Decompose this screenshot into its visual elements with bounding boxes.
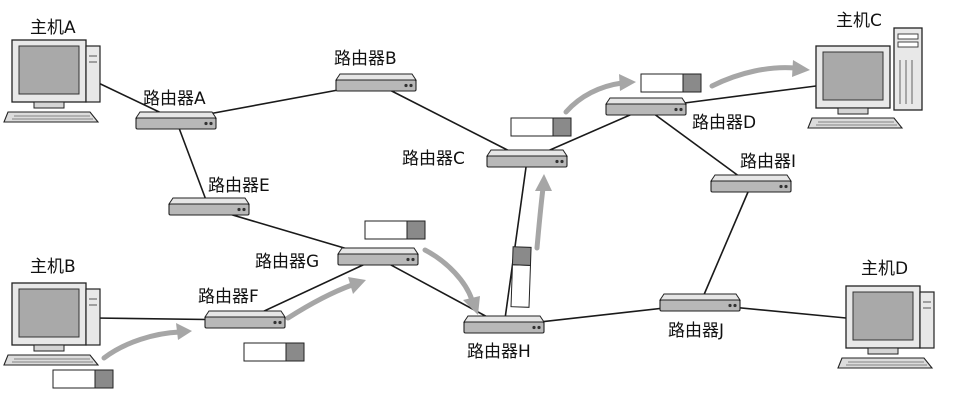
router-i-label: 路由器I (740, 152, 796, 172)
router-a-label: 路由器A (143, 89, 206, 109)
host-a-label: 主机A (30, 18, 76, 38)
router-h-icon (463, 315, 545, 334)
labels: 主机A 主机B 主机C 主机D 路由器A 路由器B 路由器C 路由器D 路由器E… (30, 11, 908, 362)
flow-arrow-5 (563, 80, 625, 115)
host-d-computer-icon (837, 285, 935, 369)
packet-1 (52, 369, 114, 389)
host-a-computer-icon (3, 39, 101, 123)
flow-arrowhead-5 (619, 74, 636, 91)
router-j-icon (659, 293, 741, 312)
router-b-label: 路由器B (334, 49, 397, 69)
packet-3 (364, 220, 426, 240)
router-a-icon (135, 111, 217, 130)
packet-flow-arrows (101, 60, 810, 361)
flow-arrowhead-4 (535, 174, 552, 191)
host-b-computer-icon (3, 282, 101, 366)
devices (3, 27, 935, 369)
flow-arrow-4 (534, 185, 546, 251)
router-e-label: 路由器E (208, 176, 270, 196)
flow-arrowhead-6 (792, 60, 810, 77)
flow-arrow-6 (709, 65, 798, 89)
router-j-label: 路由器J (668, 321, 724, 341)
link-router-a-router-e (175, 119, 210, 209)
router-g-icon (337, 247, 419, 266)
host-d-label: 主机D (861, 259, 908, 279)
packet-5 (510, 117, 572, 137)
host-c-label: 主机C (836, 11, 882, 31)
router-h-label: 路由器H (467, 342, 531, 362)
host-b-label: 主机B (30, 257, 76, 277)
link-router-d-router-i (645, 107, 752, 186)
packet-4 (510, 246, 532, 308)
router-d-label: 路由器D (692, 113, 756, 133)
flow-arrowhead-1 (176, 323, 192, 340)
packet-6 (640, 73, 702, 93)
flow-arrowhead-2 (348, 277, 366, 294)
packets (52, 73, 702, 389)
flow-arrowhead-3 (463, 296, 480, 315)
router-c-label: 路由器C (402, 149, 465, 169)
link-router-h-router-c (503, 159, 528, 327)
router-i-icon (710, 174, 792, 193)
router-f-icon (204, 310, 286, 329)
packet-2 (243, 342, 305, 362)
router-b-icon (335, 73, 417, 92)
host-c-computer-icon (807, 27, 923, 129)
link-router-f-router-g (244, 257, 379, 321)
flow-arrow-1 (101, 329, 183, 361)
link-router-g-router-h (377, 257, 505, 327)
link-router-b-router-c (375, 82, 528, 161)
flow-arrow-3 (422, 247, 475, 303)
router-e-icon (168, 197, 250, 216)
flow-arrow-2 (285, 282, 355, 321)
router-g-label: 路由器G (255, 252, 319, 272)
link-router-j-router-i (699, 184, 752, 305)
router-f-label: 路由器F (198, 287, 259, 307)
router-d-icon (605, 97, 687, 116)
router-c-icon (486, 149, 568, 168)
